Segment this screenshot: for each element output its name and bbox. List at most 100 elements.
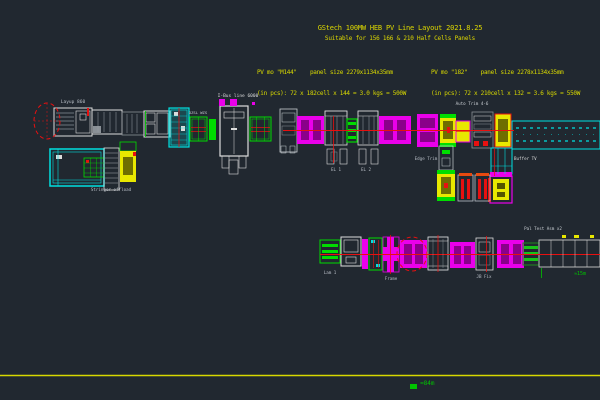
machine-foot bbox=[330, 151, 338, 162]
machine-outline bbox=[319, 239, 341, 264]
machine-detail bbox=[437, 197, 455, 201]
machine-detail bbox=[348, 136, 356, 139]
machine-detail bbox=[478, 241, 491, 253]
machine-detail bbox=[497, 192, 505, 197]
machine-label: EL 1 bbox=[331, 167, 342, 172]
machine-outline bbox=[474, 174, 491, 202]
drawing-subtitle: Suitable for 156 166 & 210 Half Cells Pa… bbox=[324, 35, 476, 42]
machine-block bbox=[209, 119, 216, 140]
annotation-left: PV mo "M144" panel size 2279x1134x35mm (… bbox=[257, 55, 406, 111]
title-block: GStech 100MW HEB PV Line Layout 2021.8.2… bbox=[250, 24, 550, 42]
machine-detail bbox=[93, 126, 101, 133]
annotation-left-line1: PV mo "M144" panel size 2279x1134x35mm bbox=[257, 69, 393, 76]
machine-foot bbox=[326, 148, 335, 165]
machine-detail bbox=[145, 112, 156, 123]
machine-outline bbox=[121, 111, 145, 136]
machine-foot bbox=[280, 145, 287, 154]
highlight-circle bbox=[396, 236, 428, 272]
machine-detail bbox=[524, 252, 538, 255]
machine-detail bbox=[474, 141, 479, 146]
machine-detail bbox=[123, 157, 133, 175]
annotation-right-line2: (in pcs): 72 x 210cell x 132 = 3.6 kgs =… bbox=[431, 90, 581, 97]
machine-foot bbox=[228, 159, 239, 175]
machine-detail bbox=[56, 155, 62, 159]
machine-detail bbox=[251, 118, 270, 140]
conveyor-outline bbox=[511, 120, 600, 150]
machine-detail bbox=[440, 143, 456, 147]
machine-label: I-Bus line 6000 bbox=[218, 93, 259, 99]
machine-detail bbox=[86, 160, 89, 163]
machine-label: ≈15m bbox=[574, 271, 586, 277]
machine-foot bbox=[370, 148, 379, 165]
machine-foot bbox=[339, 148, 348, 165]
machine-detail bbox=[420, 118, 435, 128]
machine-detail bbox=[467, 179, 470, 199]
annotation-left-line2: (in pcs): 72 x 182cell x 144 = 3.0 kgs =… bbox=[257, 90, 407, 97]
machine-label: EL 2 bbox=[361, 167, 372, 172]
machine-label: Stringer offload bbox=[91, 187, 132, 192]
machine-label: Buffer TV bbox=[514, 156, 537, 161]
machine-label: Lam 1 bbox=[324, 270, 337, 275]
loader-block bbox=[252, 102, 255, 105]
highlight-circle bbox=[33, 102, 61, 140]
machine-detail bbox=[484, 179, 487, 199]
machine-outline bbox=[143, 110, 171, 138]
machine-label: JB Fix bbox=[476, 274, 492, 279]
machine-detail bbox=[376, 264, 380, 267]
machine-detail bbox=[345, 256, 357, 264]
machine-detail bbox=[478, 179, 481, 199]
machine-foot bbox=[238, 155, 247, 169]
machine-detail bbox=[174, 112, 178, 116]
machine-foot bbox=[358, 148, 367, 165]
drawing-title: GStech 100MW HEB PV Line Layout 2021.8.2… bbox=[317, 24, 483, 32]
machine-detail bbox=[476, 173, 489, 176]
machine-detail bbox=[181, 126, 185, 131]
machine-detail bbox=[343, 239, 359, 253]
machine-detail bbox=[133, 152, 136, 156]
machine-detail bbox=[322, 250, 338, 253]
machine-label: Frame bbox=[385, 276, 398, 281]
machine-foot bbox=[221, 155, 230, 169]
machine-detail bbox=[488, 178, 491, 202]
footer-dimension: ≈84m bbox=[420, 380, 435, 387]
machine-outline bbox=[457, 174, 474, 202]
machine-detail bbox=[524, 246, 538, 249]
machine-label: Edge Trim bbox=[415, 156, 438, 161]
machine-detail bbox=[473, 115, 492, 122]
machine-detail bbox=[322, 244, 338, 247]
machine-detail bbox=[420, 132, 435, 142]
machine-detail bbox=[87, 108, 89, 116]
machine-detail bbox=[75, 110, 91, 134]
machine-label: DZSL WZS bbox=[189, 110, 208, 115]
machine-detail bbox=[437, 170, 455, 174]
machine-outline bbox=[340, 236, 362, 267]
machine-detail bbox=[574, 235, 579, 238]
machine-detail bbox=[324, 110, 348, 117]
machine-outline bbox=[103, 147, 120, 191]
dimension-mark bbox=[410, 384, 417, 389]
machine-detail bbox=[79, 113, 87, 121]
machine-detail bbox=[119, 141, 137, 152]
conveyor-outline bbox=[538, 239, 600, 268]
machine-detail bbox=[281, 112, 296, 123]
machine-detail bbox=[156, 112, 169, 135]
machine-label: Auto Trim 4-6 bbox=[456, 101, 489, 106]
machine-detail bbox=[490, 172, 512, 177]
annotation-right: PV mo "182" panel size 2278x1134x35mm (i… bbox=[431, 55, 580, 111]
machine-detail bbox=[478, 254, 491, 266]
machine-outline bbox=[249, 116, 272, 142]
machine-detail bbox=[145, 123, 156, 135]
machine-label: Layup 860 bbox=[61, 99, 86, 105]
machine-detail bbox=[348, 122, 356, 125]
machine-detail bbox=[473, 131, 492, 138]
machine-detail bbox=[524, 258, 538, 261]
loader-block bbox=[230, 99, 237, 106]
machine-detail bbox=[442, 150, 450, 154]
machine-detail bbox=[562, 235, 566, 238]
machine-detail bbox=[322, 256, 338, 259]
machine-detail bbox=[52, 151, 102, 184]
machine-detail bbox=[440, 114, 456, 118]
machine-detail bbox=[441, 157, 451, 167]
